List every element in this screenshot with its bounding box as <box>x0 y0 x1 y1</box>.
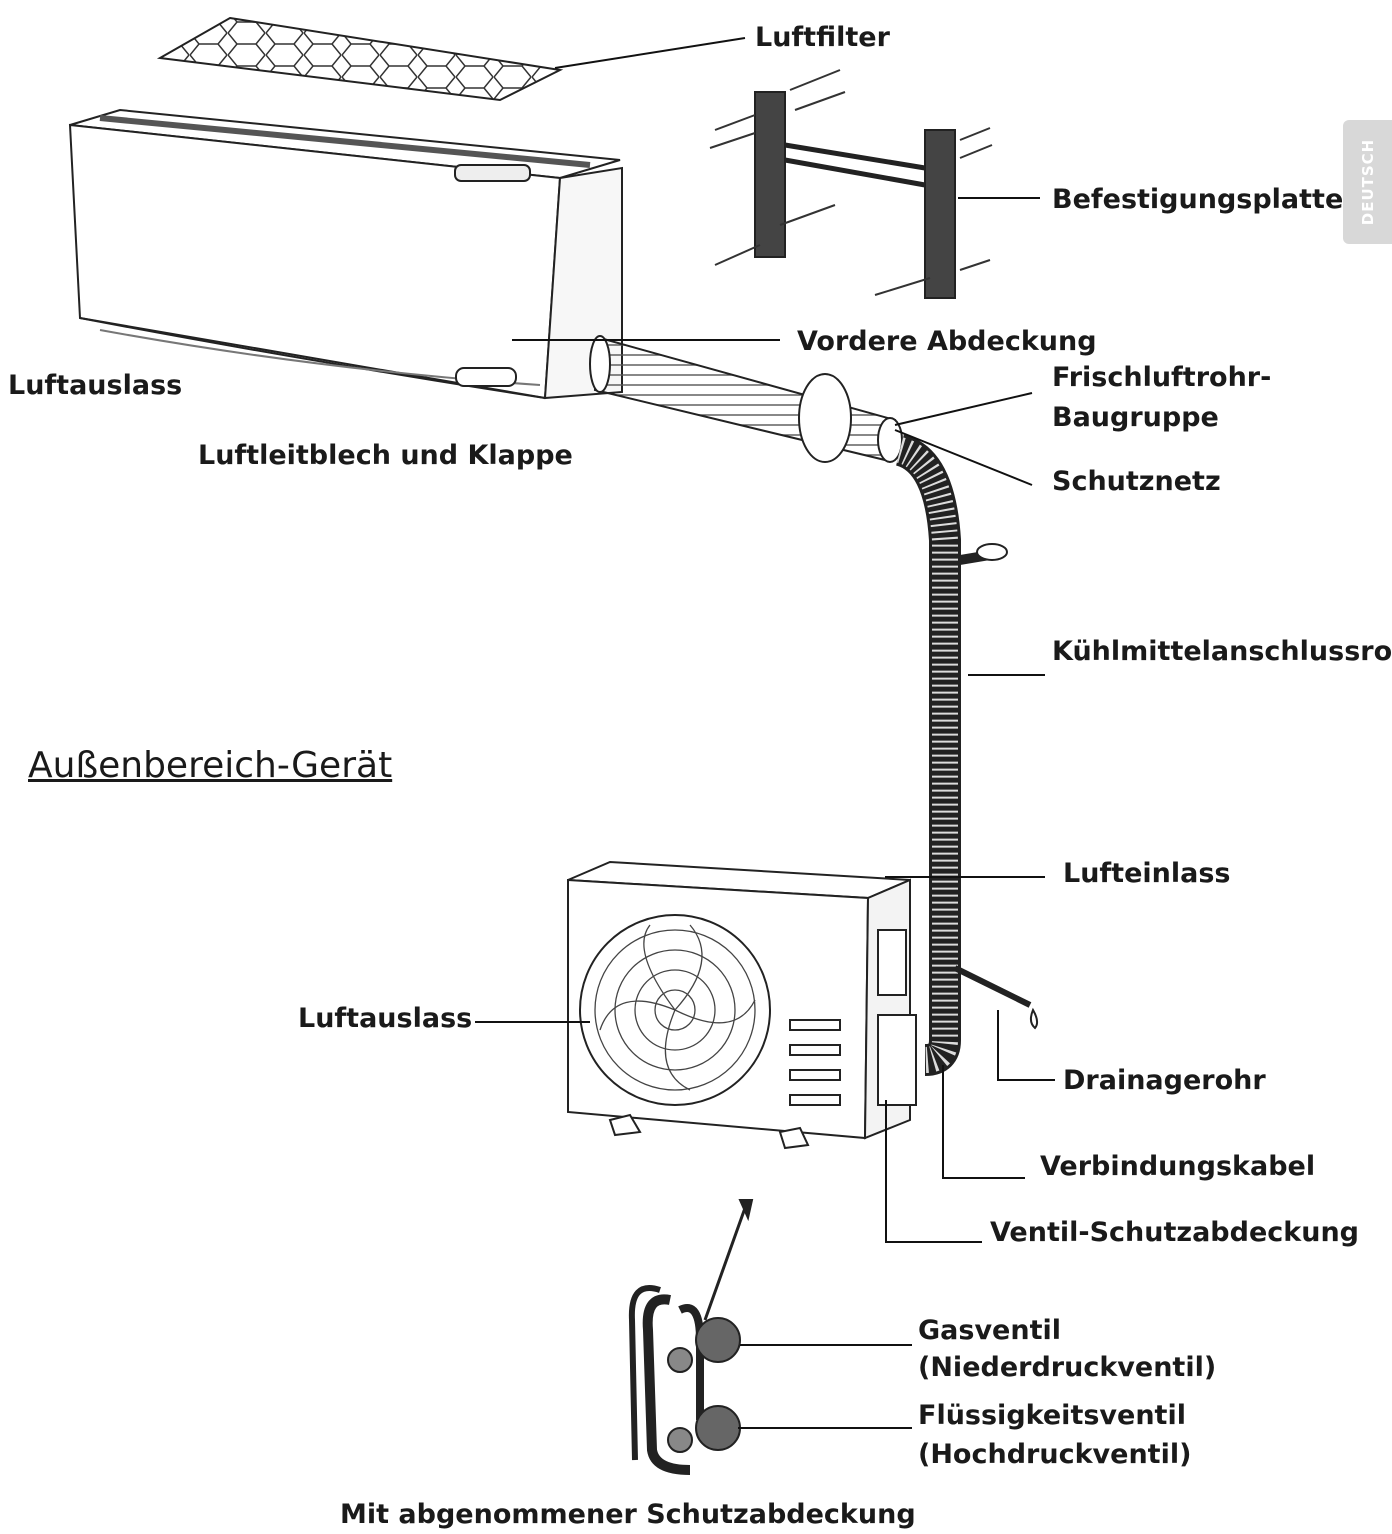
outdoor-unit <box>567 860 917 1150</box>
label-protective-net: Schutznetz <box>1052 466 1221 497</box>
label-air-outlet-outdoor: Luftauslass <box>298 1003 473 1034</box>
label-gas-valve-line1: Gasventil <box>918 1315 1062 1346</box>
label-connecting-cable: Verbindungskabel <box>1040 1151 1316 1182</box>
label-drain-pipe: Drainagerohr <box>1063 1065 1266 1096</box>
label-refrigerant-pipe: Kühlmittelanschlussrohr <box>1052 636 1392 667</box>
air-filter <box>156 16 564 102</box>
drain-pipe <box>953 965 1039 1030</box>
mounting-plate <box>709 69 993 299</box>
leader-lines <box>475 37 1055 1429</box>
indoor-unit <box>68 108 623 400</box>
label-valve-cover: Ventil-Schutzabdeckung <box>990 1217 1360 1248</box>
language-tab-label: DEUTSCH <box>1358 138 1377 226</box>
label-mounting-plate: Befestigungsplatte <box>1052 184 1344 215</box>
label-front-cover: Vordere Abdeckung <box>797 326 1097 357</box>
label-caption: Mit abgenommener Schutzabdeckung <box>340 1499 916 1530</box>
label-liquid-valve-line1: Flüssigkeitsventil <box>918 1400 1186 1431</box>
refrigerant-pipe <box>894 434 1008 1076</box>
language-tab: DEUTSCH <box>1343 120 1392 244</box>
label-fresh-air-pipe-line1: Frischluftrohr- <box>1052 362 1272 393</box>
label-air-inlet: Lufteinlass <box>1063 858 1231 889</box>
label-louver: Luftleitblech und Klappe <box>198 440 573 471</box>
label-fresh-air-pipe-line2: Baugruppe <box>1052 402 1219 433</box>
label-air-outlet-indoor: Luftauslass <box>8 370 183 401</box>
fresh-air-pipe <box>589 335 903 463</box>
section-heading-outdoor-unit: Außenbereich-Gerät <box>28 745 393 786</box>
label-gas-valve-line2: (Niederdruckventil) <box>918 1352 1217 1383</box>
label-air-filter: Luftfilter <box>755 22 890 53</box>
label-liquid-valve-line2: (Hochdruckventil) <box>918 1439 1192 1470</box>
valve-detail <box>628 1199 754 1475</box>
